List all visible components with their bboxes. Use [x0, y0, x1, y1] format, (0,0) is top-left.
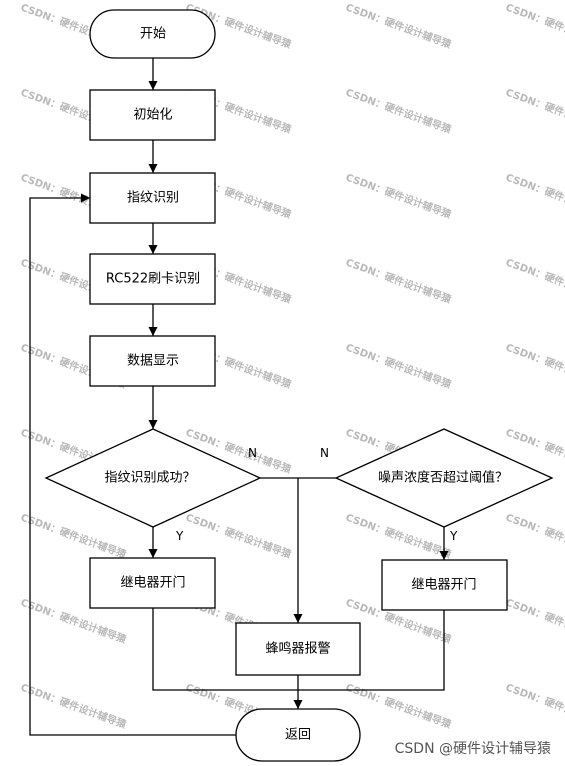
watermark-text: CSDN：硬件设计辅导猿 — [504, 86, 565, 137]
connectors — [29, 58, 449, 736]
buzzer-label: 蜂鸣器报警 — [265, 641, 330, 657]
fingerprint-box — [89, 172, 216, 224]
relay-left-label: 继电器开门 — [120, 576, 185, 591]
watermark-text: CSDN：硬件设计辅导猿 — [504, 341, 565, 392]
watermark-text: CSDN：硬件设计辅导猿 — [19, 511, 129, 562]
buzzer-box — [235, 622, 361, 676]
fingerprint-decision — [44, 428, 262, 528]
watermark-text: CSDN：硬件设计辅导猿 — [344, 86, 454, 137]
fp-no-label: N — [248, 446, 257, 460]
watermark-text: CSDN：硬件设计辅导猿 — [344, 171, 454, 222]
relay-left-box — [89, 557, 216, 609]
relay-right-label: 继电器开门 — [411, 578, 476, 593]
display-label: 数据显示 — [127, 354, 179, 369]
fingerprint-decision-label: 指纹识别成功？ — [104, 471, 195, 486]
watermark-text: CSDN：硬件设计辅导猿 — [504, 596, 565, 647]
watermark-text: CSDN：硬件设计辅导猿 — [19, 681, 129, 732]
display-box — [89, 335, 216, 387]
start-terminal — [89, 9, 216, 59]
watermark-text: CSDN：硬件设计辅导猿 — [344, 681, 454, 732]
noise-no-label: N — [320, 446, 329, 460]
return-terminal — [235, 708, 361, 762]
rfid-box — [89, 253, 216, 305]
noise-yes-label: Y — [449, 529, 458, 543]
init-label: 初始化 — [133, 108, 172, 123]
watermark-text: CSDN：硬件设计辅导猿 — [504, 1, 565, 52]
watermark-text: CSDN：硬件设计辅导猿 — [344, 341, 454, 392]
watermark-text: CSDN：硬件设计辅导猿 — [184, 511, 294, 562]
fingerprint-label: 指纹识别 — [127, 191, 179, 206]
fp-yes-label: Y — [175, 529, 184, 543]
noise-decision — [334, 428, 554, 528]
watermark-text: CSDN：硬件设计辅导猿 — [344, 256, 454, 307]
watermark-text: CSDN：硬件设计辅导猿 — [504, 511, 565, 562]
watermark-text: CSDN：硬件设计辅导猿 — [504, 171, 565, 222]
watermark-text: CSDN：硬件设计辅导猿 — [504, 256, 565, 307]
relay-right-box — [381, 559, 508, 611]
noise-decision-label: 噪声浓度否超过阈值？ — [378, 470, 508, 486]
footer-credit: CSDN @硬件设计辅导猿 — [394, 741, 551, 757]
start-label: 开始 — [140, 27, 166, 42]
watermark-text: CSDN：硬件设计辅导猿 — [344, 1, 454, 52]
rfid-label: RC522刷卡识别 — [106, 272, 200, 287]
init-box — [89, 89, 216, 141]
watermark-text: CSDN：硬件设计辅导猿 — [504, 681, 565, 732]
edge-return-loop — [29, 193, 236, 736]
return-label: 返回 — [285, 728, 311, 743]
